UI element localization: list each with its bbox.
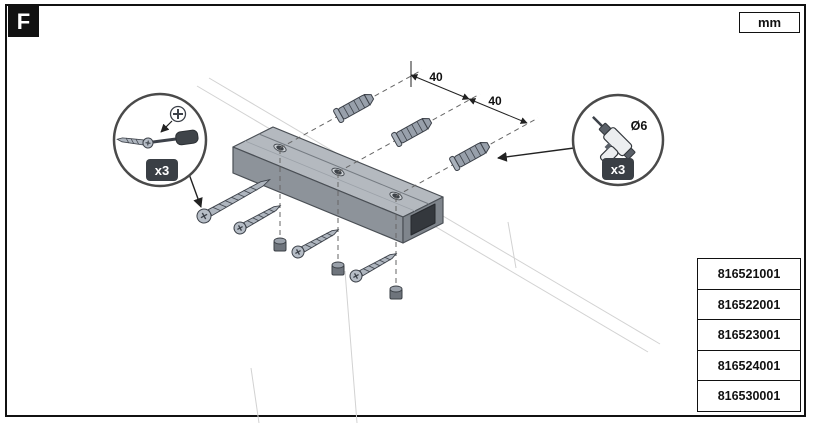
unit-label: mm [757,15,782,30]
dimension-label-40-second: 40 [488,94,502,108]
part-number-row: 816524001 [697,349,801,382]
part-number: 816524001 [717,358,781,373]
drill-callout: Ø6 x3 [571,93,665,187]
mounting-screw [231,199,284,237]
screwdriver-callout-arrow [188,173,203,208]
cap-nut [389,285,403,300]
count-label-right: x3 [611,162,625,177]
mounting-screw [347,247,400,285]
step-label-box: F [8,6,39,37]
count-badge-right: x3 [602,158,634,180]
drill-diameter-label: Ø6 [631,119,648,133]
rail-channel-opening [410,203,436,236]
drill-callout-arrow [497,147,575,162]
unit-box: mm [739,12,800,33]
screwdriver-icon [152,137,177,144]
phillips-pointer-arrow [160,120,173,133]
screwdriver-handle-icon [175,129,199,146]
count-label-left: x3 [155,163,169,178]
dimension-lines: 40 40 [410,61,528,124]
step-label: F [16,8,31,34]
wall-plug [332,89,377,124]
part-number: 816523001 [717,328,781,342]
cap-nut [331,261,345,276]
mounting-screw [289,223,342,261]
part-number-row: 816521001 [697,258,801,290]
count-badge-left: x3 [146,159,178,181]
part-number-row: 816523001 [697,319,801,351]
wall-plug [390,113,435,148]
phillips-icon [169,105,187,123]
part-number: 816530001 [717,389,781,403]
part-number-row: 816522001 [697,288,801,321]
wall-plug [448,137,493,172]
screwdriver-callout: x3 [112,92,208,188]
part-number: 816522001 [717,297,781,312]
parts-table: 816521001 816522001 816523001 816524001 … [697,258,801,412]
page-border [5,4,806,417]
part-number-row: 816530001 [697,380,801,412]
part-number: 816521001 [717,267,781,281]
cap-nut [273,237,287,252]
dimension-label-40-first: 40 [429,70,443,84]
